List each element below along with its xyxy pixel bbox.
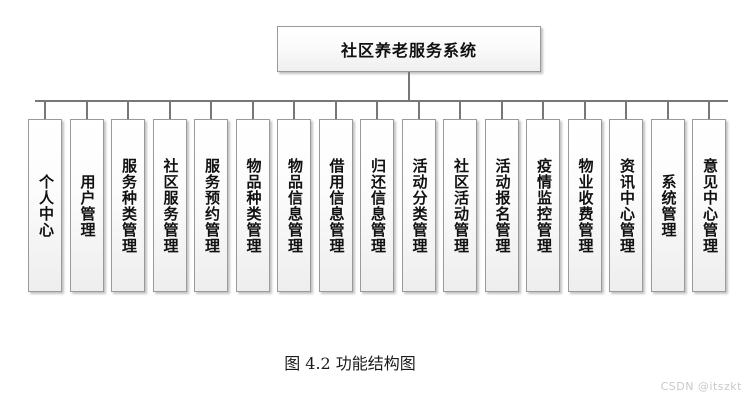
leaf-node[interactable]: 活动分类管理 [401, 119, 436, 292]
drop-connector-line [44, 101, 46, 120]
root-node-system[interactable]: 社区养老服务系统 [277, 26, 541, 72]
leaf-node-label: 归还信息管理 [368, 157, 387, 254]
leaf-node[interactable]: 用户管理 [69, 119, 104, 292]
drop-connector-line [417, 101, 420, 120]
leaf-node-label: 意见中心管理 [700, 157, 719, 254]
drop-connector-line [251, 101, 254, 120]
root-node-label: 社区养老服务系统 [340, 41, 477, 60]
leaf-node[interactable]: 物品信息管理 [277, 119, 311, 292]
leaf-node-label: 活动分类管理 [410, 157, 429, 254]
drop-connector-line [666, 101, 669, 120]
leaf-node-label: 个人中心 [36, 173, 55, 238]
figure-caption: 图 4.2 功能结构图 [284, 354, 416, 373]
drop-connector-line [583, 101, 586, 120]
leaf-node-label: 系统管理 [659, 173, 678, 238]
drop-connector-line [293, 101, 295, 120]
leaf-node[interactable]: 物品种类管理 [235, 119, 270, 292]
leaf-node[interactable]: 物业收费管理 [567, 119, 602, 292]
leaf-node[interactable]: 疫情监控管理 [526, 119, 560, 292]
leaf-node-label: 物业收费管理 [576, 157, 595, 254]
leaf-node-label: 用户管理 [78, 173, 97, 238]
leaf-node[interactable]: 资讯中心管理 [609, 119, 643, 292]
horizontal-bus-connector-line [35, 100, 728, 102]
leaf-node-label: 社区活动管理 [451, 157, 470, 254]
drop-connector-line [85, 101, 88, 120]
trunk-connector-line [408, 72, 410, 102]
leaf-node-label: 服务种类管理 [119, 157, 138, 254]
drop-connector-line [127, 101, 129, 120]
watermark-label: CSDN @itszkt [660, 380, 742, 393]
leaf-node[interactable]: 服务预约管理 [194, 119, 228, 292]
leaf-node-label: 社区服务管理 [161, 157, 180, 254]
leaf-node[interactable]: 活动报名管理 [484, 119, 519, 292]
leaf-node-label: 借用信息管理 [327, 157, 346, 254]
drop-connector-line [210, 101, 212, 120]
leaf-node-label: 物品信息管理 [285, 157, 304, 254]
leaf-node-label: 资讯中心管理 [617, 157, 636, 254]
leaf-node-label: 疫情监控管理 [534, 157, 553, 254]
leaf-node[interactable]: 社区服务管理 [152, 119, 187, 292]
leaf-node-label: 活动报名管理 [493, 157, 512, 254]
leaf-node[interactable]: 个人中心 [28, 119, 62, 292]
leaf-node[interactable]: 社区活动管理 [443, 119, 477, 292]
leaf-node[interactable]: 归还信息管理 [360, 119, 394, 292]
leaf-node[interactable]: 意见中心管理 [692, 119, 726, 292]
drop-connector-line [168, 101, 171, 120]
leaf-node[interactable]: 服务种类管理 [111, 119, 145, 292]
leaf-node[interactable]: 借用信息管理 [318, 119, 353, 292]
drop-connector-line [459, 101, 461, 120]
leaf-node-label: 物品种类管理 [244, 157, 263, 254]
drop-connector-line [376, 101, 378, 120]
drop-connector-line [334, 101, 337, 120]
drop-connector-line [542, 101, 544, 120]
drop-connector-line [625, 101, 627, 120]
leaf-node[interactable]: 系统管理 [650, 119, 685, 292]
drop-connector-line [708, 101, 710, 120]
drop-connector-line [500, 101, 503, 120]
leaf-node-label: 服务预约管理 [202, 157, 221, 254]
